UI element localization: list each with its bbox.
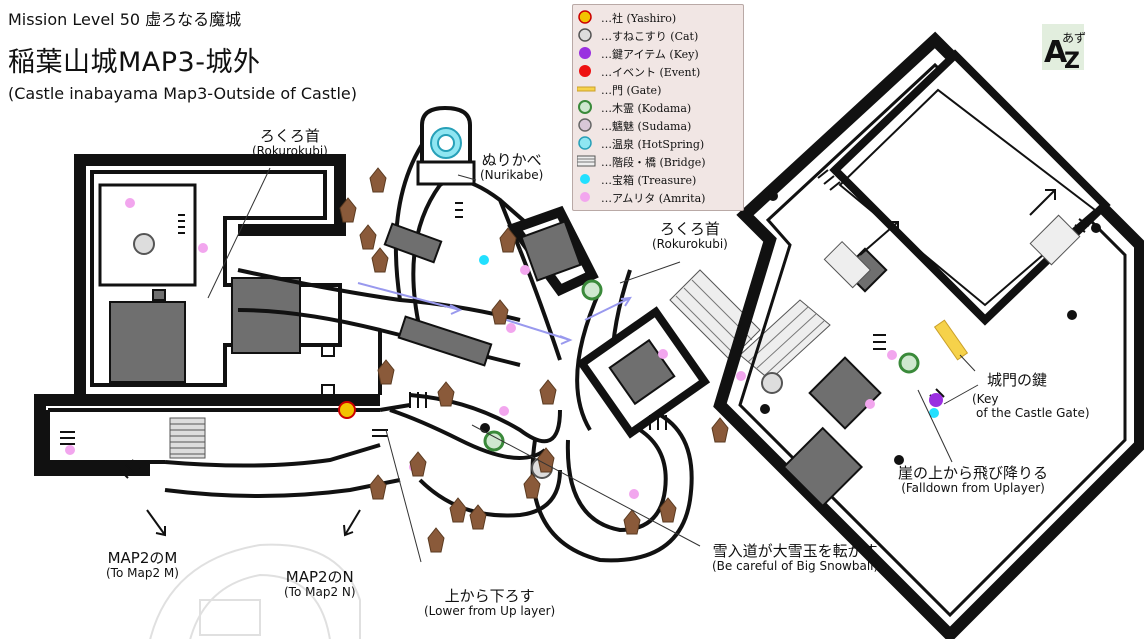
label-snowball: 雪入道が大雪玉を転がす(Be careful of Big Snowball) — [712, 542, 879, 574]
yashiro-marker — [338, 401, 356, 419]
label-to-map2-m: MAP2のM(To Map2 M) — [106, 549, 179, 581]
direction-arrows — [859, 189, 1056, 256]
bridge-icon — [577, 155, 596, 167]
label-falldown: 崖の上から飛び降りる(Falldown from Uplayer) — [898, 464, 1049, 496]
label-to-map2-n: MAP2のN(To Map2 N) — [284, 568, 356, 600]
label-rokurokubi-left: ろくろ首(Rokurokubi) — [252, 127, 328, 159]
mission-level: Mission Level 50 虚ろなる魔城 — [8, 10, 242, 29]
event-icon — [579, 65, 591, 77]
leader-lines — [207, 167, 979, 563]
key-marker — [929, 393, 943, 407]
castle-stairs — [823, 214, 1081, 289]
edge-hatches — [60, 169, 1090, 479]
svg-text:Z: Z — [1064, 49, 1080, 72]
gate-icon — [577, 86, 596, 92]
label-nurikabe: ぬりかべ(Nurikabe) — [480, 151, 544, 183]
left-keep-walls — [34, 154, 380, 476]
map-title: 稲葉山城MAP3-城外 — [8, 47, 261, 78]
left-keep-blocks — [109, 277, 301, 383]
snowball-path — [357, 282, 632, 345]
left-lower-walls — [46, 403, 411, 498]
enemy-markers — [339, 167, 729, 553]
exit-arrows — [146, 509, 361, 537]
faded-lower-map — [149, 543, 361, 639]
hotspring-icon — [578, 136, 592, 150]
legend: …社 (Yashiro) …すねこすり (Cat) …鍵アイテム (Key) …… — [572, 4, 744, 211]
az-logo: A Z あず — [1042, 24, 1086, 72]
yashiro-icon — [578, 10, 592, 24]
map-subtitle: (Castle inabayama Map3-Outside of Castle… — [8, 84, 357, 103]
treasure-icon — [580, 174, 590, 184]
right-castle-keep — [829, 49, 1111, 326]
svg-text:A: A — [1044, 35, 1068, 70]
central-corridors — [237, 118, 562, 518]
kodama-markers — [483, 279, 920, 452]
cat-icon — [578, 28, 592, 42]
key-icon — [579, 47, 591, 59]
gate-block — [520, 220, 582, 282]
left-stairs — [169, 417, 206, 459]
treasure-markers — [479, 255, 939, 418]
svg-text:あず: あず — [1062, 31, 1086, 45]
hotspring-marker — [430, 127, 462, 159]
label-castle-key: 城門の鍵 (Key of the Castle Gate) — [972, 371, 1090, 421]
castle-gate — [933, 319, 969, 361]
stair-lines — [170, 423, 205, 455]
right-castle-blocks — [782, 247, 888, 508]
center-keep — [576, 306, 711, 439]
amrita-icon — [580, 192, 590, 202]
sudama-icon — [578, 118, 592, 132]
bridge-lines — [675, 279, 825, 377]
label-lower: 上から下ろす(Lower from Up layer) — [424, 587, 556, 619]
kodama-icon — [578, 100, 592, 114]
hotspring-tower — [416, 105, 476, 186]
label-rokurokubi-right: ろくろ首(Rokurokubi) — [652, 220, 728, 252]
center-blocks — [321, 222, 493, 396]
